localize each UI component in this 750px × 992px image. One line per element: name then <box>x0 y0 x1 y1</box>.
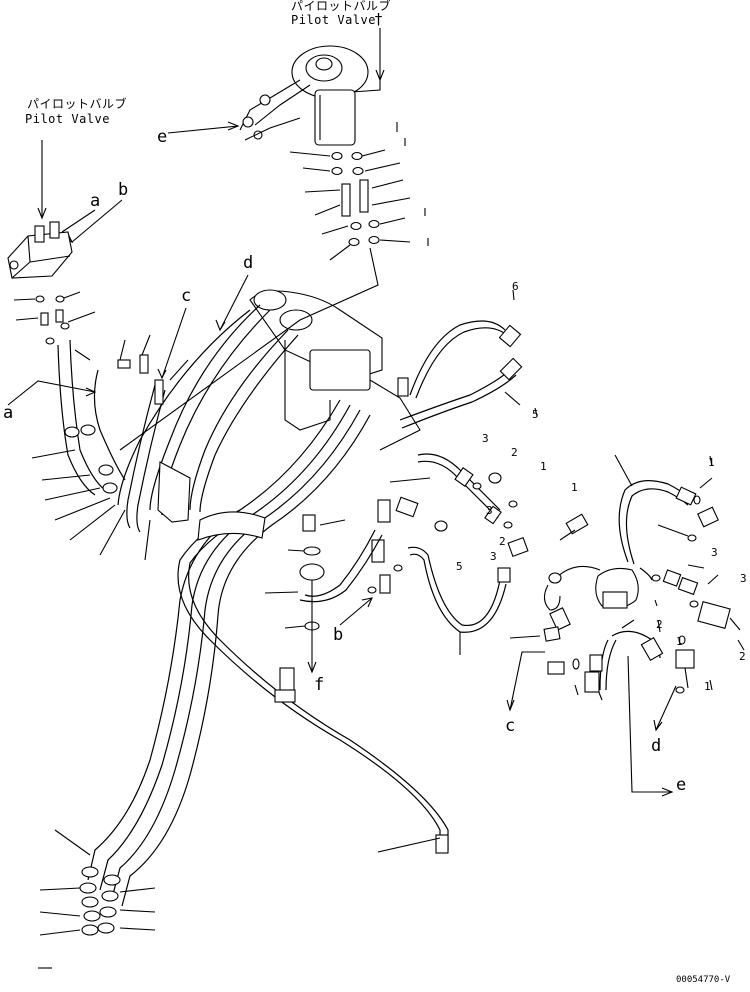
left-fittings <box>13 291 96 345</box>
main-hose-bundle <box>31 247 449 969</box>
drawing-reference: 00054770-V <box>676 975 731 985</box>
label-e-lower: e <box>676 775 686 795</box>
item-number: 2 <box>656 618 663 631</box>
item-number: 3 <box>486 504 493 517</box>
item-number: 5 <box>532 408 539 421</box>
item-number: 1 <box>540 460 547 473</box>
label-f-lower: f <box>314 675 324 695</box>
leader-arrow <box>375 69 385 82</box>
item-number: 3 <box>740 572 747 585</box>
item-number: 6 <box>512 280 519 293</box>
item-numbers: 6 5 3 2 1 1 3 5 1 3 2 1 3 2 3 2 1 <box>456 280 747 693</box>
item-number: 3 <box>490 550 497 563</box>
right-side-hoses: f b <box>264 289 538 695</box>
label-c-lower: c <box>505 716 515 736</box>
label-c-upper: c <box>181 286 191 306</box>
label-d-upper: d <box>243 253 253 273</box>
item-number: 1 <box>571 481 578 494</box>
pilot-valve-top-en: Pilot Valve <box>291 13 376 27</box>
top-pilot-valve <box>239 45 369 146</box>
item-number: 3 <box>482 432 489 445</box>
item-number: 5 <box>456 560 463 573</box>
item-number: 2 <box>499 535 506 548</box>
leader-e-upper <box>167 125 239 134</box>
item-number: 2 <box>511 446 518 459</box>
label-a-left: a <box>3 403 13 423</box>
item-number: 1 <box>704 680 711 693</box>
label-d-lower: d <box>651 736 661 756</box>
item-number: 1 <box>676 635 683 648</box>
pilot-valve-top-jp: パイロットバルブ <box>291 0 391 13</box>
leader-top-valve <box>351 28 381 93</box>
item-number: 2 <box>739 650 746 663</box>
item-number: 1 <box>708 456 715 469</box>
label-b-lower: b <box>333 625 343 645</box>
left-pilot-valve <box>7 221 73 279</box>
label-b-upper: b <box>118 180 128 200</box>
pilot-valve-top-mark: † <box>374 10 383 28</box>
pilot-valve-left-jp: パイロットバルブ <box>27 96 127 111</box>
top-fittings-stack <box>289 122 429 261</box>
label-a-upper: a <box>90 191 100 211</box>
right-valve-cluster: c d e <box>377 454 745 853</box>
item-number: 3 <box>711 546 718 559</box>
label-e-upper: e <box>157 127 167 147</box>
pilot-valve-left-en: Pilot Valve <box>25 112 110 126</box>
